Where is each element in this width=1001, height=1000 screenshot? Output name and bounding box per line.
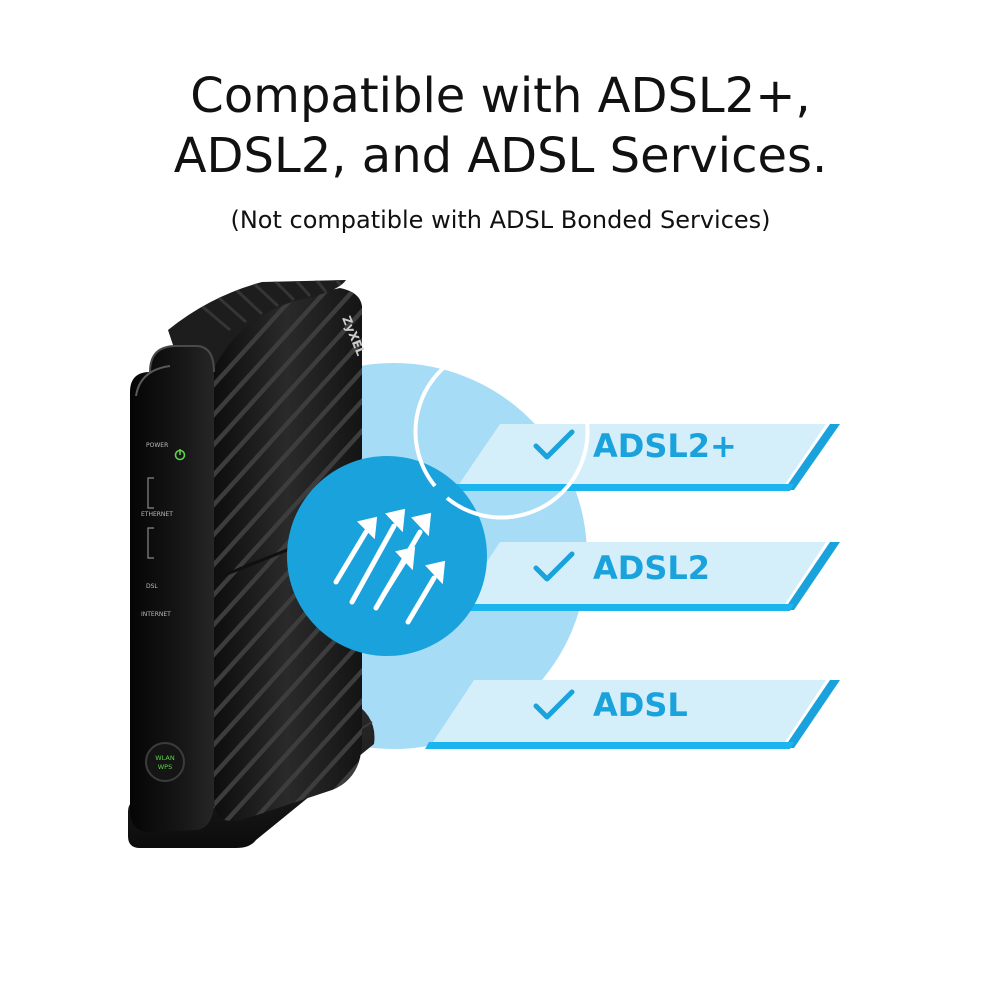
- led-label-internet: INTERNET: [141, 611, 171, 618]
- power-icon: [174, 449, 186, 461]
- service-band-1: [451, 424, 840, 491]
- service-label-adsl2: ADSL2: [593, 549, 711, 587]
- service-label-adsl2plus: ADSL2+: [593, 427, 737, 465]
- device-front-panel: POWER ETHERNET DSL INTERNET WLAN WPS: [130, 345, 215, 832]
- check-icon: [533, 551, 575, 582]
- check-icon: [533, 689, 575, 720]
- led-label-dsl: DSL: [146, 583, 158, 590]
- page-title: Compatible with ADSL2+, ADSL2, and ADSL …: [0, 66, 1001, 186]
- led-label-power: POWER: [146, 442, 168, 449]
- title-line-2: ADSL2, and ADSL Services.: [173, 128, 828, 184]
- title-line-1: Compatible with ADSL2+,: [190, 68, 811, 124]
- device-body: [168, 280, 363, 822]
- service-label-adsl: ADSL: [593, 686, 688, 724]
- wlan-wps-button[interactable]: WLAN WPS: [145, 742, 185, 782]
- service-band-2: [451, 542, 840, 611]
- button-label-wps: WPS: [158, 763, 172, 771]
- led-label-ethernet: ETHERNET: [141, 511, 173, 518]
- check-icon: [533, 429, 575, 460]
- upload-arrows-icon: [287, 343, 590, 656]
- service-band-3: [425, 680, 840, 749]
- button-label-wlan: WLAN: [155, 754, 175, 762]
- page-subtitle: (Not compatible with ADSL Bonded Service…: [230, 206, 771, 234]
